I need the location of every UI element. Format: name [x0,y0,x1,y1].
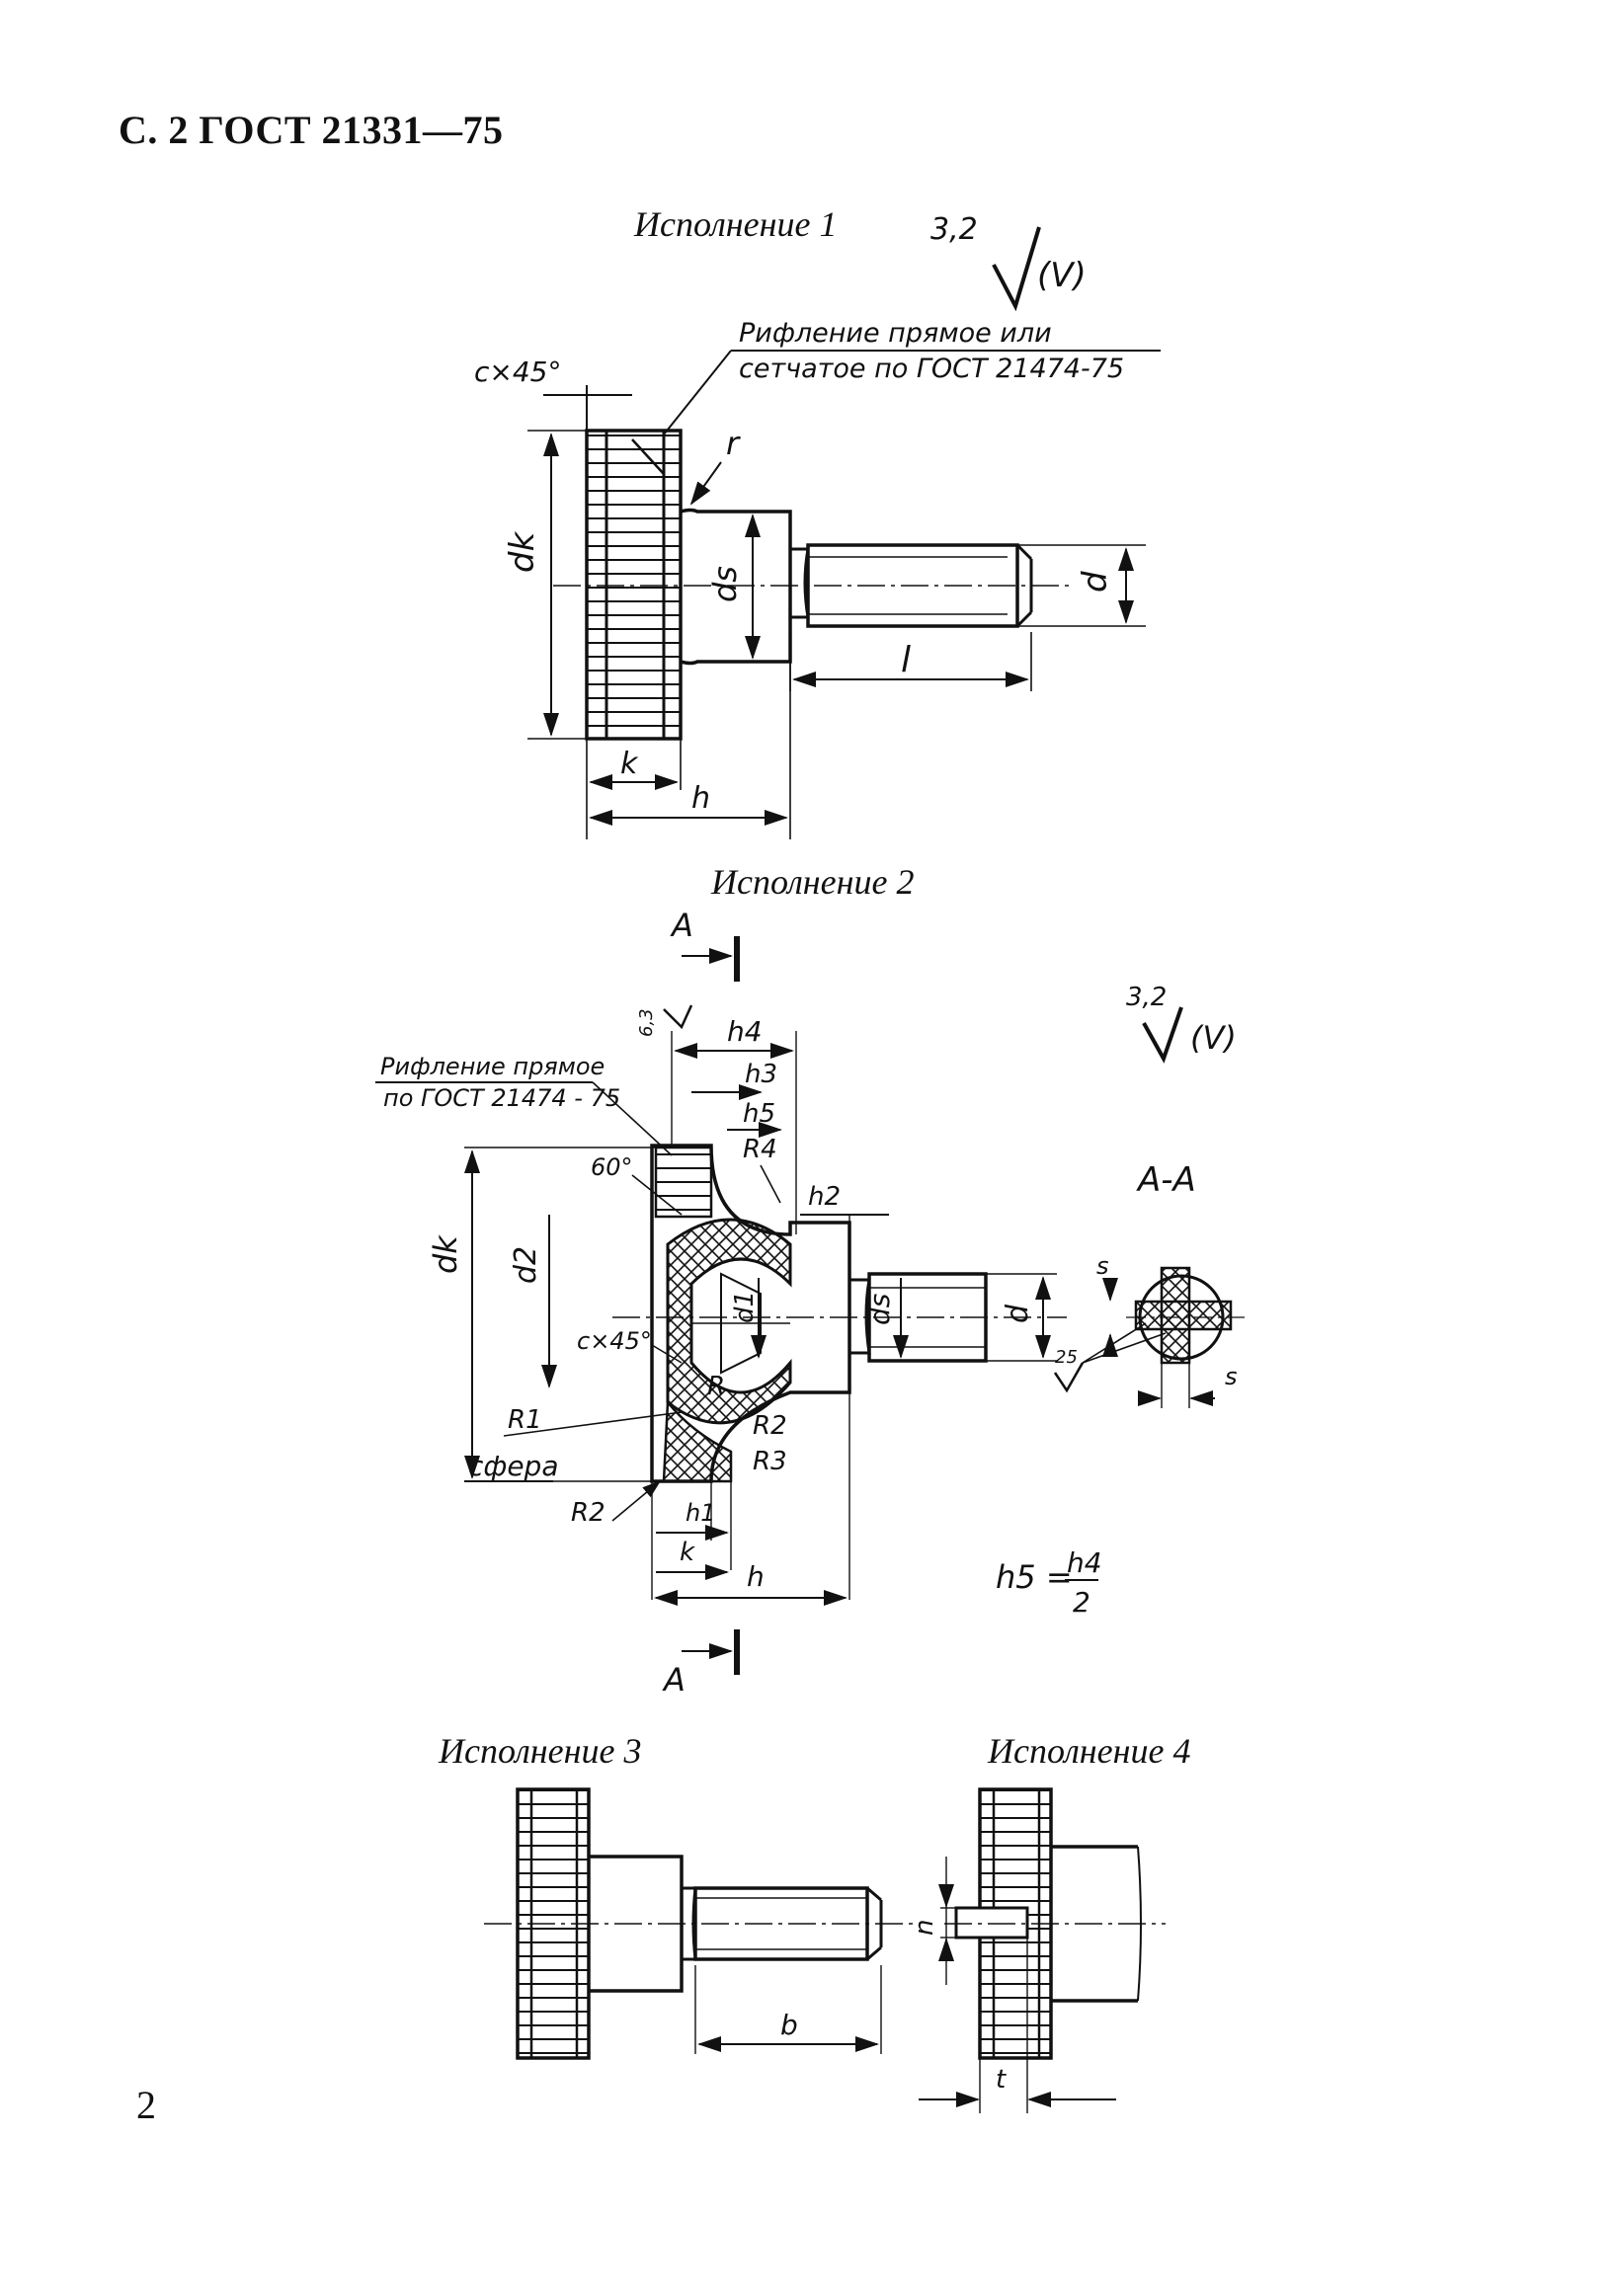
chamfer-label: c×45° [474,356,561,388]
roughness-25: 25 [1055,1347,1078,1368]
dim-s-horizontal: s [1225,1363,1238,1390]
dim-h4: h4 [727,1015,763,1048]
knurl-note-line1: Рифление прямое или [739,318,1052,349]
dim-l: l [901,640,911,680]
roughness-small: 6,3 [636,1008,657,1037]
knurl-note2-line2: по ГОСТ 21474 - 75 [383,1084,620,1112]
figure-variant-1: 3,2 (V) Рифление прямое или сетчатое по … [474,212,1161,839]
radius-R4: R4 [743,1135,777,1164]
formula-numerator: h4 [1067,1546,1102,1579]
dim-h3: h3 [745,1060,777,1089]
dim-ds: ds [706,566,744,602]
radius-r-label: r [726,425,741,462]
caption-variant-3: Исполнение 3 [439,1731,642,1771]
dim-h1: h1 [686,1499,715,1527]
section-title-aa: A-A [1136,1160,1196,1200]
formula-lhs: h5 = [996,1558,1073,1596]
caption-variant-1: Исполнение 1 [634,204,838,244]
dim-h5: h5 [743,1099,775,1129]
caption-variant-4: Исполнение 4 [988,1731,1191,1771]
knurl-note-line2: сетчатое по ГОСТ 21474-75 [739,354,1124,384]
angle-60: 60° [591,1153,633,1181]
page-header: С. 2 ГОСТ 21331—75 [119,108,504,152]
dim-b: b [780,2009,798,2041]
knurl-note2-line1: Рифление прямое [380,1053,605,1080]
roughness-value-2: 3,2 [1126,983,1167,1012]
dim-n: n [910,1920,939,1936]
formula-denominator: 2 [1073,1586,1090,1619]
roughness-value: 3,2 [930,212,978,247]
page-number: 2 [136,2083,156,2127]
roughness-symbol-1: 3,2 (V) [930,212,1087,312]
dim-ds-2: ds [863,1294,896,1325]
radius-R2-right: R2 [753,1411,787,1441]
dim-h-2: h [747,1560,765,1593]
radius-R1: R1 [508,1405,542,1435]
dim-d-2: d [1001,1304,1035,1323]
dim-k: k [620,747,639,781]
radius-R3: R3 [753,1447,787,1476]
knurled-head [585,429,683,741]
dim-t: t [996,2065,1007,2095]
dim-dk-2: dk [427,1234,464,1274]
dim-d2: d2 [509,1246,543,1284]
dim-s-vertical: s [1096,1252,1109,1280]
sphere-label: сфера [468,1450,559,1482]
radius-R2-left: R2 [571,1498,605,1528]
dim-h: h [691,781,710,816]
dim-d: d [1076,571,1115,593]
figure-variant-4: n t [910,1787,1166,2113]
radius-R: R [707,1372,725,1401]
roughness-tail-2: (V) [1190,1019,1237,1057]
figure-variant-2: A A 6,3 3,2 (V) Рифление прямое по ГОСТ … [375,907,1245,1699]
dim-h2: h2 [808,1182,841,1212]
caption-variant-2: Исполнение 2 [711,862,915,902]
dim-k-2: k [680,1538,695,1567]
roughness-tail: (V) [1037,256,1087,295]
chamfer-label-2: c×45° [577,1327,652,1355]
section-marker-top: A [670,907,693,944]
dim-d1: d1 [730,1291,760,1323]
dim-dk: dk [503,530,542,573]
figure-variant-3: b [484,1787,919,2060]
section-marker-bottom: A [662,1661,686,1699]
